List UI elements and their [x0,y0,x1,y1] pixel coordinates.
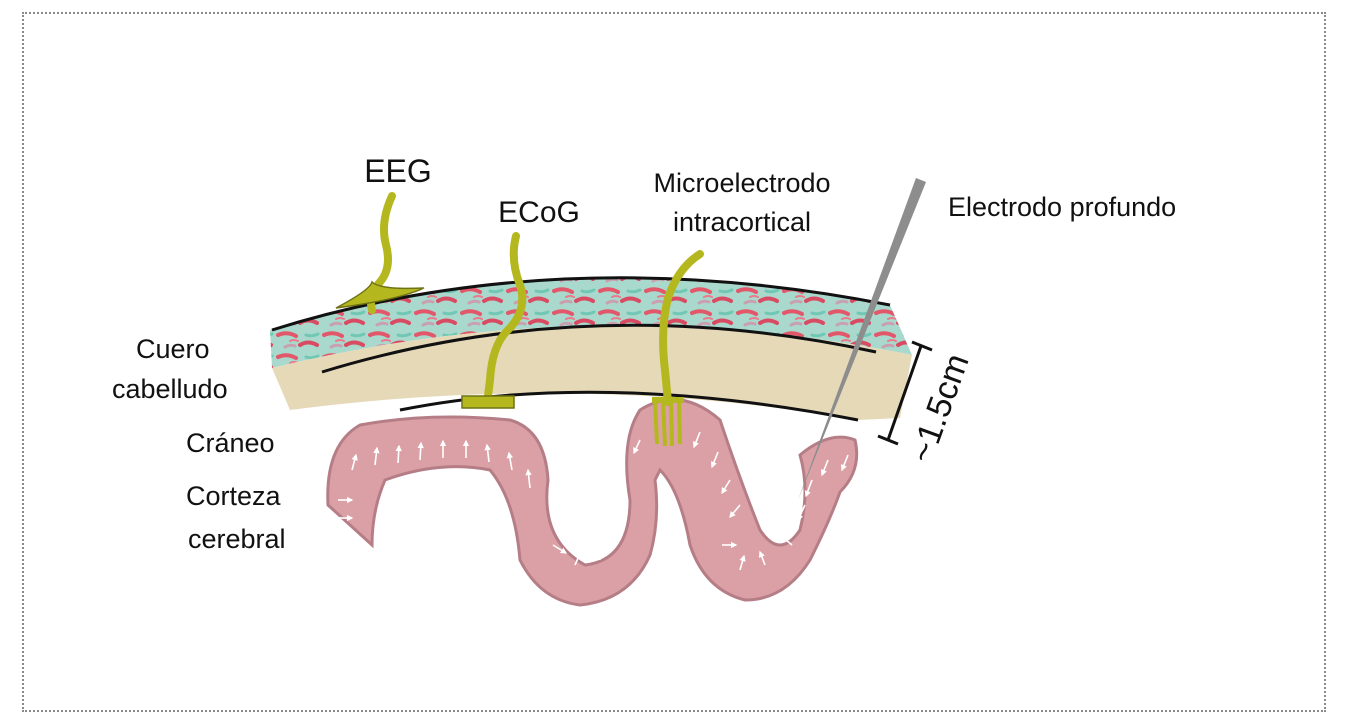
cortex-label-line2: cerebral [188,524,286,554]
scalp-label-line2: cabelludo [112,374,228,404]
skull-label: Cráneo [186,428,275,458]
brain-recording-diagram: EEG ECoG Microelectrodo intracortical El… [0,0,1367,680]
eeg-electrode [336,196,424,310]
microelectrode-label-line1: Microelectrodo [653,168,830,198]
cortex-label-line1: Corteza [186,481,282,511]
microelectrode-label-line2: intracortical [673,207,811,237]
deep-electrode-label: Electrodo profundo [948,192,1176,222]
scalp-label-line1: Cuero [136,334,210,364]
eeg-label: EEG [364,153,432,189]
ecog-label: ECoG [498,196,580,229]
cerebral-cortex [328,400,857,605]
